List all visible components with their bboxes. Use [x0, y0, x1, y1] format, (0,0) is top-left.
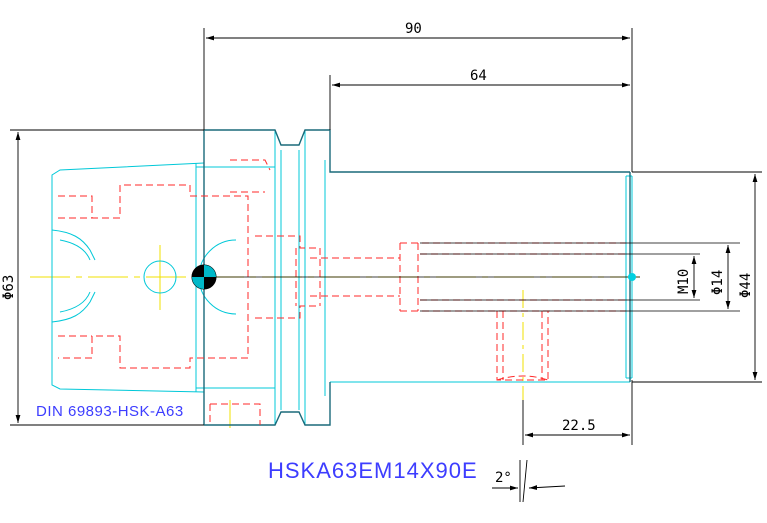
dim-overall-length: 90 [405, 21, 422, 37]
gauge-symbol [191, 264, 636, 290]
dim-thread: M10 [676, 269, 692, 294]
dim-body-diameter: Φ44 [738, 273, 754, 298]
hidden-features [58, 159, 626, 425]
dim-flange-diameter: Φ63 [1, 275, 17, 300]
dim-taper-angle: 2° [495, 470, 512, 486]
dim-projection-length: 64 [470, 68, 487, 84]
dimension-lines [10, 28, 762, 503]
dim-thread-depth: 22.5 [562, 418, 596, 434]
center-lines [30, 245, 640, 428]
standard-label: DIN 69893-HSK-A63 [36, 403, 184, 420]
dim-bore-diameter: Φ14 [710, 270, 726, 295]
reference-lines [204, 242, 740, 312]
part-number: HSKA63EM14X90E [268, 458, 478, 483]
